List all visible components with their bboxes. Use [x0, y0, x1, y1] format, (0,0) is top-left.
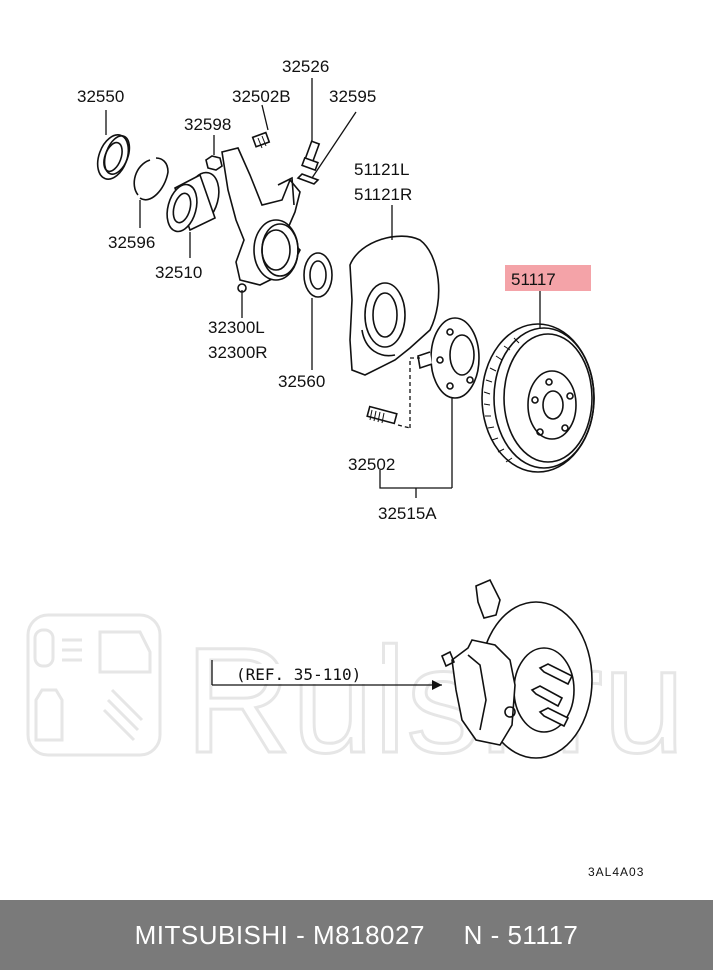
- watermark-text: Rulsitru: [185, 616, 685, 784]
- nut-part: [205, 155, 223, 171]
- wheel-stud-part: [366, 357, 420, 429]
- ref-arrow-head: [432, 680, 442, 690]
- leader-32595: [311, 111, 357, 179]
- clip-part: [296, 173, 320, 185]
- footer-bar: MITSUBISHI - M818027 N - 51117: [0, 900, 713, 970]
- footer-gap: [425, 920, 464, 951]
- brake-disc-part: [481, 323, 595, 473]
- label-51121l: 51121L: [354, 160, 409, 179]
- snap-ring-part: [133, 157, 169, 201]
- label-32510: 32510: [155, 263, 202, 282]
- label-32515a: 32515A: [378, 504, 437, 523]
- exploded-parts-diagram: Rulsitru: [26, 57, 687, 879]
- bolt-32502b-part: [251, 131, 271, 149]
- ref-label: (REF. 35-110): [236, 665, 361, 684]
- part-highlight-51117: [505, 265, 591, 291]
- wheel-hub-part: [417, 317, 480, 399]
- label-32526: 32526: [282, 57, 329, 76]
- dust-seal-part: [303, 252, 333, 298]
- label-51121r: 51121R: [354, 185, 412, 204]
- label-32502: 32502: [348, 455, 395, 474]
- footer-sep: -: [288, 919, 314, 950]
- watermark-logo: Rulsitru: [26, 613, 687, 786]
- bearing-part: [166, 171, 220, 233]
- leader-32515a-bracket: [379, 470, 452, 489]
- label-32502b: 32502B: [232, 87, 291, 106]
- footer-brand: MITSUBISHI: [134, 919, 289, 950]
- steering-knuckle-part: [221, 147, 301, 293]
- label-32550: 32550: [77, 87, 124, 106]
- ref-label-bg: [232, 664, 394, 684]
- label-32596: 32596: [108, 233, 155, 252]
- bolt-32526-part: [301, 140, 321, 172]
- leader-32502b: [261, 104, 269, 131]
- label-32560: 32560: [278, 372, 325, 391]
- label-32300l: 32300L: [208, 318, 265, 337]
- diagram-code: 3AL4A03: [588, 865, 644, 879]
- label-32300r: 32300R: [208, 343, 268, 362]
- label-32595: 32595: [329, 87, 376, 106]
- footer-ref-number: N - 51117: [463, 919, 579, 950]
- label-51117: 51117: [511, 270, 556, 289]
- label-32598: 32598: [184, 115, 231, 134]
- reference-assembly-illustration: [440, 578, 593, 759]
- footer-part-number: M818027: [313, 919, 425, 950]
- dust-shield-part: [349, 235, 440, 376]
- oil-seal-part: [96, 134, 131, 180]
